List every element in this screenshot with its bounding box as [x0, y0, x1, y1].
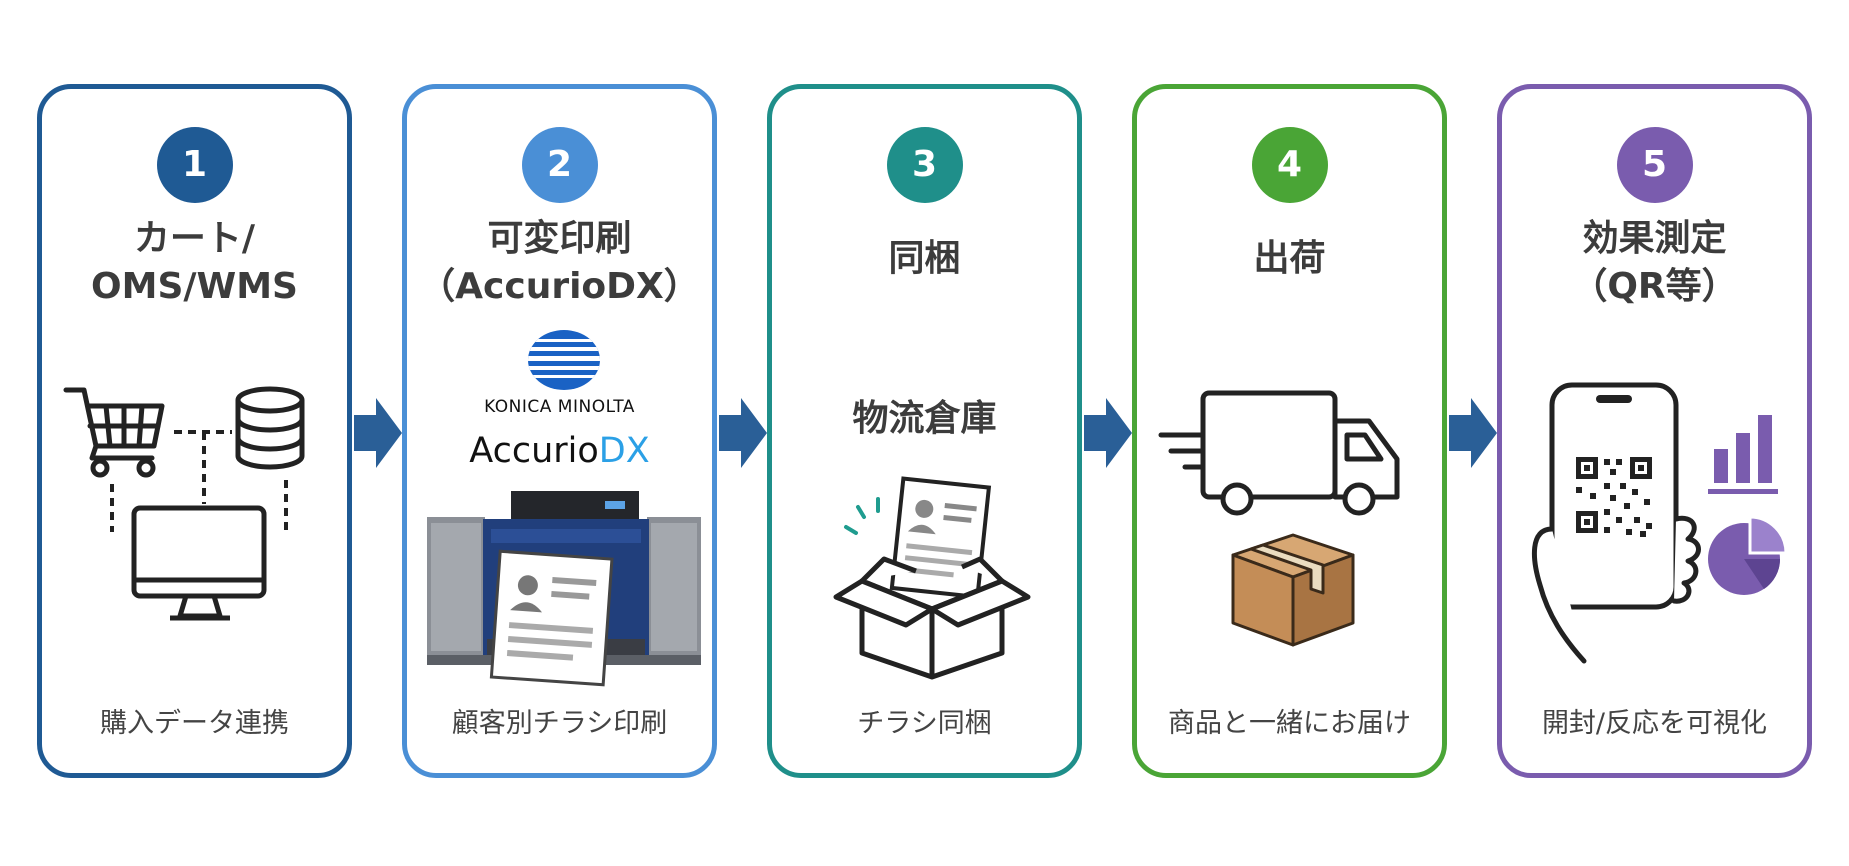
step-title: 同梱 — [888, 238, 961, 279]
arrow-right-icon — [719, 398, 767, 468]
step-card-1: 1 カート/ OMS/WMS — [37, 84, 352, 778]
database-icon — [235, 386, 305, 470]
step-title: 出荷 — [1253, 238, 1326, 279]
step-title-line-1: 可変印刷 — [487, 218, 632, 259]
step-card-2: 2 可変印刷 （AccurioDX） KONICA MINOLTA Accuri… — [402, 84, 717, 778]
product-logo: AccurioDX — [407, 431, 712, 471]
step-title-line-1: カート/ — [133, 218, 256, 259]
warehouse-label: 物流倉庫 — [852, 398, 997, 439]
arrow-right-icon — [354, 398, 402, 468]
step-title: カート/ OMS/WMS — [42, 215, 347, 311]
step-card-3: 3 同梱 物流倉庫 チラシ同梱 — [767, 84, 1082, 778]
step-title-line-1: 効果測定 — [1582, 218, 1727, 259]
arrow-right-icon — [1449, 398, 1497, 468]
step-caption: チラシ同梱 — [857, 708, 992, 739]
smartphone-qr-icon — [1531, 382, 1701, 664]
monitor-icon — [131, 505, 267, 621]
step-title: 効果測定 （QR等） — [1502, 215, 1807, 311]
arrow-right-icon — [1084, 398, 1132, 468]
open-box-icon — [833, 556, 1031, 680]
shopping-cart-icon — [63, 387, 165, 478]
step-number-badge: 4 — [1251, 127, 1328, 203]
step-title-line-2: OMS/WMS — [91, 266, 298, 307]
cart-database-monitor-illustration — [63, 386, 305, 621]
pie-chart-icon — [1708, 515, 1788, 595]
box-flyer-illustration — [833, 476, 1031, 680]
dashed-connectors — [110, 430, 288, 532]
step-caption: 商品と一緒にお届け — [1168, 708, 1411, 739]
bar-chart-icon — [1708, 415, 1778, 494]
step-caption: 顧客別チラシ印刷 — [451, 708, 668, 739]
step-number-badge: 5 — [1616, 127, 1693, 203]
qr-code — [1576, 457, 1652, 537]
phone-analytics-illustration — [1531, 382, 1788, 664]
step-title-line-2: （AccurioDX） — [419, 266, 700, 307]
step-caption: 購入データ連携 — [100, 708, 289, 739]
step-card-4: 4 出荷 商品と一緒にお届け — [1132, 84, 1447, 778]
flyer-icon — [889, 476, 992, 600]
flyer-icon — [489, 549, 614, 687]
cardboard-box-icon — [1231, 533, 1355, 647]
delivery-truck-icon — [1200, 390, 1400, 516]
step-number-badge: 2 — [521, 127, 598, 203]
hand — [1531, 515, 1701, 664]
step-number-badge: 1 — [156, 127, 233, 203]
product-logo-part-b: DX — [598, 431, 650, 471]
printer-icon — [427, 491, 701, 665]
product-logo-part-a: Accurio — [469, 431, 599, 471]
step-caption: 開封/反応を可視化 — [1541, 708, 1768, 739]
step-card-5: 5 効果測定 （QR等） — [1497, 84, 1812, 778]
printer-illustration — [427, 491, 701, 687]
konica-minolta-logo-icon — [528, 330, 600, 390]
step-number-badge: 3 — [886, 127, 963, 203]
sparkle-lines — [844, 497, 880, 535]
brand-name: KONICA MINOLTA — [484, 397, 635, 417]
step-title-line-2: （QR等） — [1571, 266, 1738, 307]
truck-box-illustration — [1158, 390, 1400, 647]
step-title: 可変印刷 （AccurioDX） — [407, 215, 712, 311]
